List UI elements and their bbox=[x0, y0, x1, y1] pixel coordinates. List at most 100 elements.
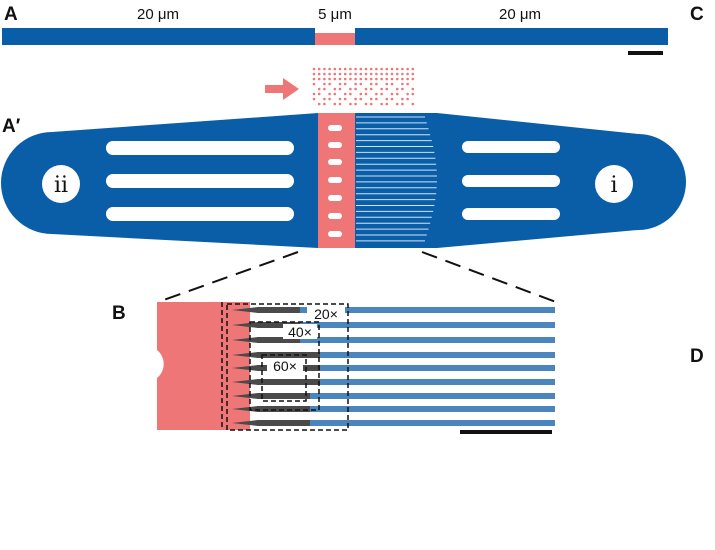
pattern-dot bbox=[375, 72, 378, 76]
pattern-dot bbox=[343, 67, 347, 71]
pattern-dot bbox=[338, 97, 342, 101]
capillary-array bbox=[232, 307, 555, 426]
capillary-channel bbox=[310, 393, 555, 399]
pattern-dot bbox=[411, 77, 415, 81]
pattern-dot bbox=[312, 77, 316, 81]
pattern-dot bbox=[359, 67, 363, 71]
panel-letter-a: A bbox=[4, 4, 18, 25]
capillary-channel bbox=[300, 322, 555, 328]
capillary-channel bbox=[320, 352, 555, 358]
pattern-dot bbox=[390, 92, 394, 96]
pattern-dot bbox=[380, 77, 383, 81]
pattern-dot bbox=[333, 92, 337, 96]
pattern-dot bbox=[395, 77, 399, 81]
pattern-dot bbox=[375, 82, 378, 86]
pattern-dot bbox=[354, 102, 357, 106]
pattern-dot bbox=[323, 82, 326, 86]
pattern-dot bbox=[401, 67, 404, 71]
pattern-dot bbox=[354, 97, 357, 101]
pattern-dot bbox=[349, 67, 352, 71]
pattern-dot bbox=[317, 67, 321, 71]
pattern-dot bbox=[364, 92, 368, 96]
capillary-channel bbox=[320, 379, 555, 385]
field-box-40x bbox=[249, 321, 320, 411]
pattern-dot bbox=[343, 77, 347, 81]
pattern-dot bbox=[395, 102, 399, 106]
pattern-dot bbox=[369, 82, 373, 86]
pattern-dot bbox=[369, 72, 373, 76]
pattern-dot bbox=[354, 82, 357, 86]
pattern-dot bbox=[359, 72, 363, 76]
pattern-dot bbox=[369, 67, 373, 71]
zoom-pink-block bbox=[157, 302, 222, 430]
pattern-dot bbox=[349, 87, 352, 91]
pattern-dot bbox=[390, 77, 394, 81]
pattern-dot bbox=[385, 97, 389, 101]
capillary-dark-segment bbox=[257, 379, 320, 385]
pattern-dot bbox=[323, 72, 326, 76]
constriction-slot bbox=[328, 159, 342, 165]
pattern-dot bbox=[359, 77, 363, 81]
constriction-slot bbox=[328, 231, 342, 237]
capillary-dark-segment bbox=[257, 307, 300, 313]
pattern-dot bbox=[380, 67, 383, 71]
field-box-60x bbox=[261, 354, 307, 402]
pattern-dot bbox=[401, 97, 404, 101]
pattern-dot bbox=[380, 87, 383, 91]
pattern-dot bbox=[406, 97, 409, 101]
pattern-dot bbox=[323, 77, 326, 81]
pattern-dot bbox=[395, 87, 399, 91]
flow-direction-arrow bbox=[265, 78, 299, 100]
capillary-channel bbox=[310, 420, 555, 426]
pattern-dot bbox=[338, 82, 342, 86]
capillary-channel bbox=[300, 307, 555, 313]
field-box-20x bbox=[226, 303, 349, 431]
panel-letter-d: D bbox=[690, 346, 704, 367]
pattern-dot bbox=[401, 102, 404, 106]
pattern-dot bbox=[411, 87, 415, 91]
right-channel-segment bbox=[355, 28, 668, 45]
left-pillar bbox=[106, 174, 294, 188]
pattern-dot bbox=[349, 72, 352, 76]
pattern-dot bbox=[411, 67, 415, 71]
pattern-dot bbox=[338, 72, 342, 76]
constriction-slot bbox=[328, 142, 342, 148]
zoom-line-left bbox=[157, 251, 299, 303]
panel-letter-a-prime: A′ bbox=[2, 116, 21, 137]
pattern-dot bbox=[312, 97, 316, 101]
pattern-dot bbox=[317, 77, 321, 81]
capillary-tip bbox=[232, 420, 258, 426]
pattern-dot bbox=[385, 82, 389, 86]
pattern-dot bbox=[354, 77, 357, 81]
pattern-dot bbox=[369, 77, 373, 81]
label-bg-20x bbox=[307, 306, 345, 321]
port-i-label: i bbox=[610, 173, 617, 198]
left-channel-segment bbox=[2, 28, 315, 45]
pattern-dot bbox=[312, 67, 316, 71]
capillary-channel bbox=[310, 406, 555, 412]
pattern-dot bbox=[401, 82, 404, 86]
panel-letter-c: C bbox=[690, 4, 704, 25]
pattern-dot bbox=[333, 72, 337, 76]
constriction-slot bbox=[328, 125, 342, 131]
pattern-dot bbox=[328, 97, 331, 101]
pattern-dot bbox=[354, 67, 357, 71]
capillary-tip bbox=[232, 337, 258, 343]
pattern-dot bbox=[328, 72, 331, 76]
pattern-dot bbox=[364, 102, 368, 106]
pattern-dot bbox=[343, 97, 347, 101]
middle-length-label: 5 μm bbox=[318, 6, 352, 23]
right-pillar bbox=[462, 141, 560, 153]
pattern-dot bbox=[312, 72, 316, 76]
panel-letter-b: B bbox=[112, 303, 126, 324]
pattern-dot bbox=[312, 82, 316, 86]
capillary-dark-segment bbox=[257, 406, 310, 412]
pattern-dot bbox=[333, 77, 337, 81]
port-ii bbox=[42, 165, 80, 203]
capillary-tip bbox=[232, 307, 258, 313]
dot-pattern bbox=[312, 67, 415, 106]
pattern-dot bbox=[375, 97, 378, 101]
pattern-dot bbox=[395, 67, 399, 71]
pattern-dot bbox=[369, 97, 373, 101]
